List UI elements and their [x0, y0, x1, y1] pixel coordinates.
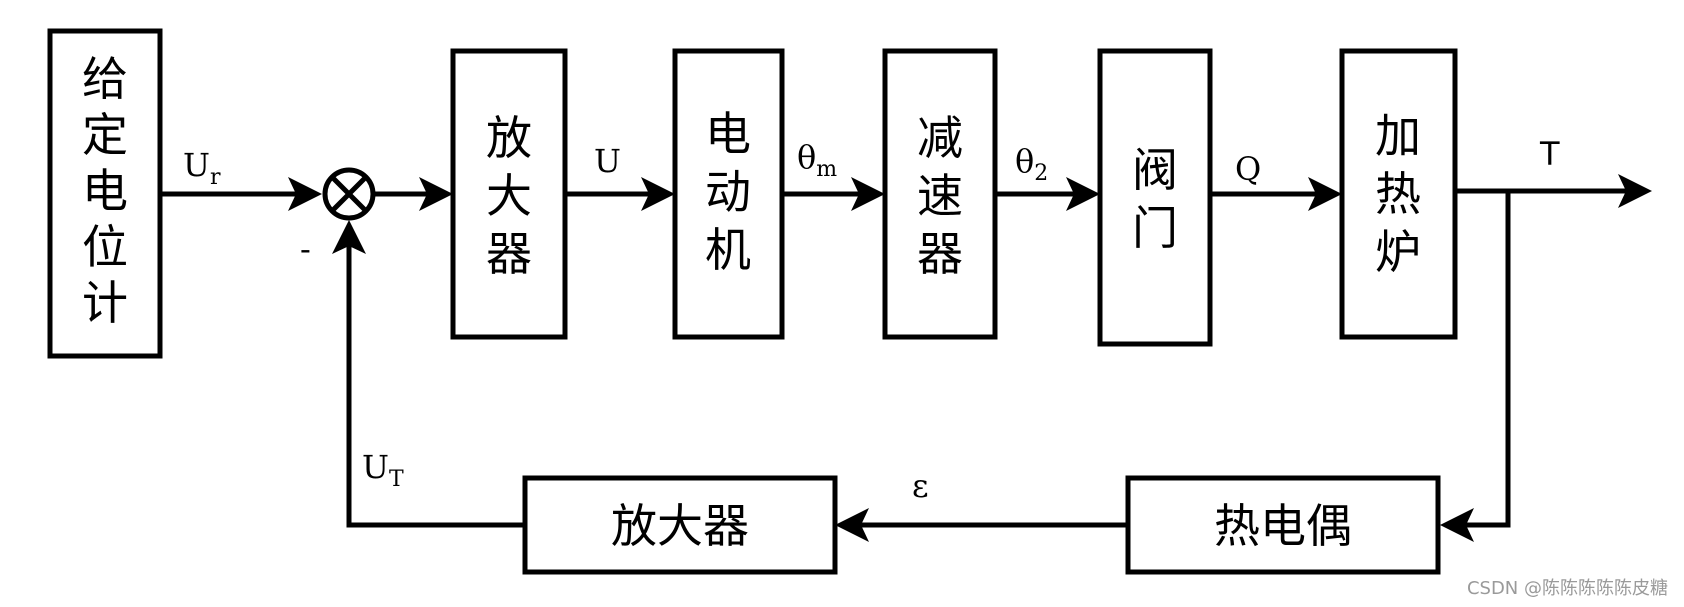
valve-block — [1097, 48, 1213, 347]
ut-line — [346, 240, 525, 528]
potentiometer-label-char: 电 — [82, 164, 128, 218]
amplifier-block — [450, 48, 568, 340]
ut-signal-label: UT — [362, 448, 404, 492]
ur-arrowhead — [288, 177, 322, 211]
watermark-text: CSDN @陈陈陈陈陈皮糖 — [1467, 578, 1668, 599]
furnace-label-char: 炉 — [1375, 225, 1421, 279]
motor-label-char: 电 — [705, 107, 751, 161]
t-signal-label: T — [1539, 135, 1560, 173]
motor-label: 电动机 — [705, 107, 751, 277]
amplifier-label: 放大器 — [486, 111, 532, 281]
motor-label-char: 动 — [705, 165, 751, 219]
furnace-label-char: 热 — [1375, 167, 1421, 221]
theta-2-arrowhead — [1066, 177, 1100, 211]
potentiometer-label-char: 定 — [82, 108, 128, 162]
valve-label-char: 门 — [1132, 201, 1178, 255]
reducer-label-char: 速 — [917, 169, 963, 223]
furnace-label-char: 加 — [1375, 109, 1421, 163]
feedback-thermocouple-arrowhead — [1440, 508, 1474, 542]
amplifier-label-char: 大 — [486, 169, 532, 223]
motor-block — [672, 48, 785, 340]
u-signal-label: U — [594, 142, 621, 180]
ut-arrowhead — [332, 220, 366, 254]
potentiometer-label-char: 计 — [82, 276, 128, 330]
ur-signal-label: Ur — [183, 146, 221, 190]
amplifier-label-char: 放 — [486, 111, 532, 165]
theta-m-signal-label: θm — [797, 138, 837, 182]
valve-label-char: 阀 — [1132, 143, 1178, 197]
t-output-arrowhead — [1618, 174, 1652, 208]
reducer-label: 减速器 — [917, 111, 963, 281]
feedback-down-line — [1460, 191, 1511, 528]
q-signal-label: Q — [1235, 150, 1261, 188]
thermocouple-label: 热电偶 — [1214, 499, 1352, 553]
potentiometer-label-char: 给 — [82, 52, 128, 106]
feedback-amplifier-label: 放大器 — [611, 499, 749, 553]
potentiometer-block — [47, 28, 163, 359]
reducer-label-char: 减 — [917, 111, 963, 165]
potentiometer-label-char: 位 — [82, 220, 128, 274]
epsilon-signal-label: ε — [912, 467, 929, 505]
u-arrowhead — [641, 177, 675, 211]
furnace-block — [1339, 48, 1458, 340]
amplifier-label-char: 器 — [486, 227, 532, 281]
valve-label: 阀门 — [1132, 143, 1178, 255]
furnace-label: 加热炉 — [1375, 109, 1421, 279]
summing-junction — [322, 167, 376, 221]
theta-m-arrowhead — [851, 177, 885, 211]
sum-to-amp-arrowhead — [419, 177, 453, 211]
minus-sign-label: - — [300, 230, 311, 268]
motor-label-char: 机 — [705, 223, 751, 277]
reducer-label-char: 器 — [917, 227, 963, 281]
epsilon-arrowhead — [835, 508, 869, 542]
feedback-amplifier-block — [522, 475, 838, 575]
q-arrowhead — [1308, 177, 1342, 211]
theta-2-signal-label: θ2 — [1015, 142, 1048, 186]
